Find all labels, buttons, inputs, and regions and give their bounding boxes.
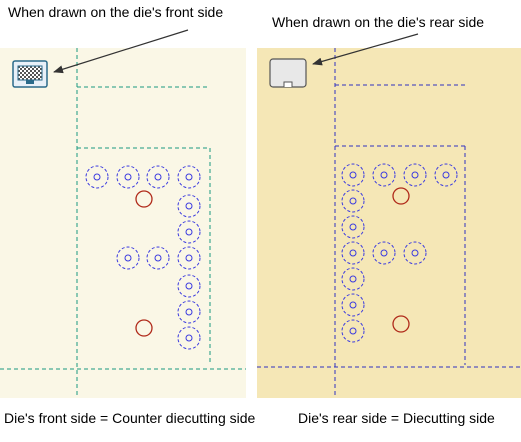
dashed-hole-ring [341,267,365,291]
hole-center [154,173,162,181]
dashed-hole-ring [116,165,140,189]
front-caption: Die's front side = Counter diecutting si… [4,410,256,426]
rear-caption: Die's rear side = Diecutting side [298,410,495,426]
dashed-hole-ring [372,163,396,187]
hole-center [93,173,101,181]
pin-circle [135,190,153,208]
hole-center [349,171,357,179]
dashed-hole-ring [177,194,201,218]
hole-center [124,173,132,181]
dashed-hole-ring [341,293,365,317]
dashed-hole-ring [403,241,427,265]
dashed-hole-ring [341,241,365,265]
hole-center [349,301,357,309]
dashed-hole-ring [177,220,201,244]
pin-circle [135,319,153,337]
hole-center [185,334,193,342]
checkered-panel-icon [12,60,48,88]
hole-center [349,223,357,231]
hole-center [380,171,388,179]
hole-center [380,249,388,257]
rear-side-drawing [257,48,521,398]
hole-center [185,308,193,316]
hole-center [442,171,450,179]
pin-circle [392,187,410,205]
rear-callout-arrow [312,33,419,66]
front-callout-arrow [53,29,189,74]
dashed-hole-ring [372,241,396,265]
hole-center [411,171,419,179]
dashed-hole-ring [85,165,109,189]
hole-center [185,228,193,236]
dashed-hole-ring [177,274,201,298]
hole-center [185,254,193,262]
front-panel-background [0,48,246,398]
hole-center [349,327,357,335]
dashed-hole-ring [341,163,365,187]
pin-circle [392,315,410,333]
plain-panel-icon [269,58,307,88]
dashed-hole-ring [177,246,201,270]
front-callout: When drawn on the die's front side [8,4,224,20]
hole-center [185,202,193,210]
rear-panel [257,48,521,398]
dashed-hole-ring [341,215,365,239]
dashed-hole-ring [146,246,170,270]
front-side-drawing [0,48,246,398]
dashed-hole-ring [177,165,201,189]
hole-center [349,275,357,283]
rear-callout: When drawn on the die's rear side [272,14,485,30]
dashed-hole-ring [434,163,458,187]
dashed-hole-ring [341,189,365,213]
dashed-hole-ring [177,300,201,324]
dashed-hole-ring [341,319,365,343]
hole-center [154,254,162,262]
hole-center [349,197,357,205]
dashed-hole-ring [116,246,140,270]
rear-panel-background [257,48,521,398]
front-panel [0,48,246,398]
dashed-hole-ring [177,326,201,350]
dashed-hole-ring [146,165,170,189]
hole-center [185,282,193,290]
hole-center [124,254,132,262]
dashed-hole-ring [403,163,427,187]
hole-center [349,249,357,257]
hole-center [411,249,419,257]
hole-center [185,173,193,181]
